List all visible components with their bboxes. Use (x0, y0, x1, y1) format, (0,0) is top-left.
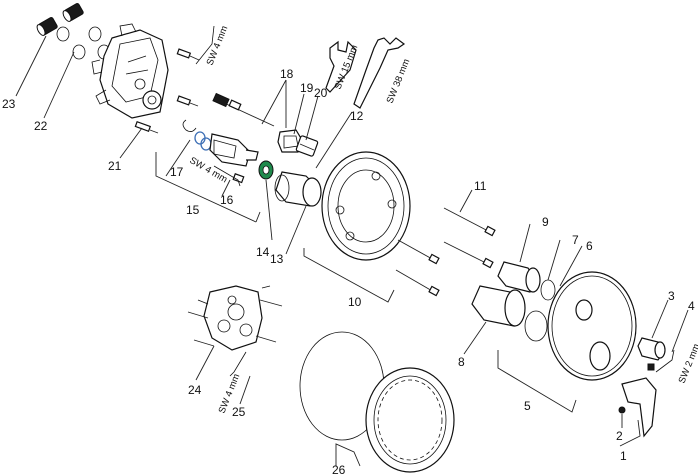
part-8-sleeve (471, 285, 526, 327)
part-11-screws (395, 207, 496, 297)
label-16: 16 (220, 193, 234, 207)
part-17-clip (182, 119, 197, 132)
allen-key-4mm-bottom (229, 351, 247, 377)
label-1: 1 (620, 449, 627, 463)
label-19: 19 (300, 81, 314, 95)
part-4-screw (647, 363, 655, 371)
label-23: 23 (2, 97, 16, 111)
label-5: 5 (524, 399, 531, 413)
part-17-o-rings-blue (194, 131, 212, 151)
green-ring (258, 160, 274, 180)
label-9: 9 (542, 215, 549, 229)
tool-label-sw38: SW 38 mm (385, 57, 413, 105)
label-24: 24 (188, 383, 202, 397)
label-7: 7 (572, 233, 579, 247)
part-10-rosette (321, 151, 411, 261)
label-4: 4 (688, 299, 695, 313)
label-11: 11 (474, 179, 487, 193)
label-2: 2 (616, 429, 623, 443)
label-15: 15 (186, 203, 200, 217)
cartridge (209, 133, 259, 167)
part-24-assembly (187, 285, 283, 351)
label-25: 25 (232, 405, 246, 419)
small-screw-mid (176, 95, 199, 107)
wrench-sw38 (353, 37, 406, 109)
label-3: 3 (668, 289, 675, 303)
part-9-extension (497, 261, 541, 293)
part-2-screw (618, 406, 626, 414)
allen-key-4mm-top (195, 25, 215, 65)
part-5-faceplate (547, 271, 637, 381)
part-3-adapter (637, 337, 666, 361)
part-6-ring (524, 310, 548, 342)
label-10: 10 (348, 295, 362, 309)
tool-label-sw2: SW 2 mm (677, 342, 698, 385)
part-26-rosette (365, 367, 455, 473)
label-26: 26 (332, 463, 346, 476)
part-number-labels: 23 22 21 17 16 15 14 13 18 19 20 12 11 1… (2, 67, 695, 476)
allen-key-4mm-mid (213, 165, 241, 187)
part-13-sleeve (274, 171, 322, 207)
label-20: 20 (314, 86, 328, 100)
label-17: 17 (170, 165, 184, 179)
part-18-spindle (212, 92, 275, 127)
part-21-screw (134, 120, 159, 134)
part-22-o-rings (56, 26, 111, 60)
part-16-screw (232, 173, 245, 184)
label-8: 8 (458, 355, 465, 369)
label-21: 21 (108, 159, 122, 173)
allen-key-2mm (655, 349, 675, 373)
tool-label-sw4-top: SW 4 mm (205, 24, 231, 67)
valve-body (91, 23, 169, 119)
wrench-sw15 (325, 40, 357, 93)
part-23-caps (36, 3, 84, 36)
label-12: 12 (350, 109, 364, 123)
label-22: 22 (34, 119, 48, 133)
small-screw-top (176, 48, 200, 61)
part-1-handle (621, 377, 657, 438)
label-13: 13 (270, 252, 284, 266)
part-7-ring (540, 279, 556, 301)
label-6: 6 (586, 239, 593, 253)
label-14: 14 (256, 245, 270, 259)
part-20-nut (295, 135, 319, 157)
leader-lines (15, 35, 689, 467)
label-18: 18 (280, 67, 294, 81)
